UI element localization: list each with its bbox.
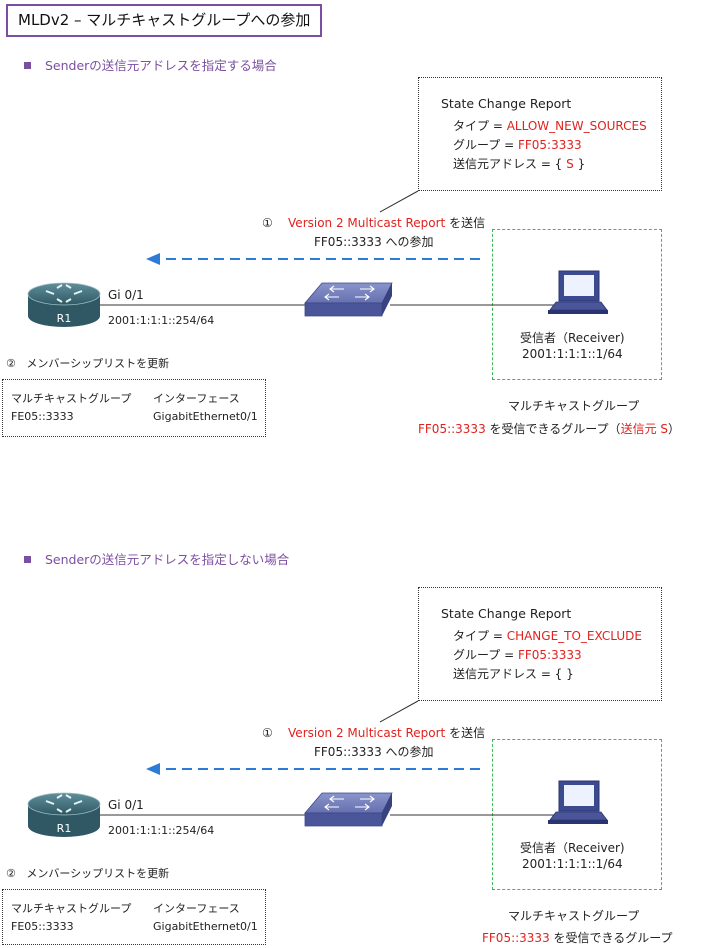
receiver-name-label: 受信者（Receiver) xyxy=(520,331,625,345)
table-header-interface: インターフェース xyxy=(153,392,240,405)
report-callout-line-2 xyxy=(379,700,419,723)
router-interface-label-2: Gi 0/1 xyxy=(108,798,144,812)
report-type-line: タイプ = ALLOW_NEW_SOURCES xyxy=(453,119,647,133)
router-address-label: 2001:1:1:1::254/64 xyxy=(108,314,215,327)
section1-heading: Senderの送信元アドレスを指定する場合 xyxy=(24,55,277,74)
arrow-head-icon xyxy=(146,253,160,265)
state-change-report-box-2: State Change Report タイプ = CHANGE_TO_EXCL… xyxy=(418,587,662,701)
group-description: FF05::3333 を受信できるグループ（送信元 S） xyxy=(418,422,681,436)
bullet-square-icon xyxy=(24,62,31,69)
router-name: R1 xyxy=(57,312,72,325)
router-name: R1 xyxy=(57,822,72,835)
report-source-line: 送信元アドレス = { S } xyxy=(453,157,586,171)
table-cell-interface: GigabitEthernet0/1 xyxy=(153,410,258,423)
router-address-label-2: 2001:1:1:1::254/64 xyxy=(108,824,215,837)
receiver-pc-icon xyxy=(548,270,608,314)
step1-sublabel-2: FF05::3333 への参加 xyxy=(314,745,434,759)
router-interface-label: Gi 0/1 xyxy=(108,288,144,302)
step2-label-2: ② メンバーシップリストを更新 xyxy=(6,867,170,880)
switch-icon xyxy=(304,792,393,827)
report-group-value: FF05:3333 xyxy=(517,138,582,152)
report-source-line: 送信元アドレス = { } xyxy=(453,667,574,681)
receiver-address-label: 2001:1:1:1::1/64 xyxy=(522,347,623,361)
report-group-value: FF05:3333 xyxy=(517,648,582,662)
report-group-line: グループ = FF05:3333 xyxy=(453,138,582,152)
membership-table: マルチキャストグループ インターフェース FE05::3333 GigabitE… xyxy=(2,379,266,437)
report-header: State Change Report xyxy=(441,606,572,621)
report-group-line: グループ = FF05:3333 xyxy=(453,648,582,662)
step1-label-2: ① Version 2 Multicast Report を送信 xyxy=(262,726,486,740)
switch-icon xyxy=(304,282,393,317)
arrow-head-icon xyxy=(146,763,160,775)
report-type-value: ALLOW_NEW_SOURCES xyxy=(506,119,647,133)
report-type-line: タイプ = CHANGE_TO_EXCLUDE xyxy=(453,629,642,643)
table-header-group: マルチキャストグループ xyxy=(11,392,132,405)
step1-sublabel: FF05::3333 への参加 xyxy=(314,235,434,249)
group-caption: マルチキャストグループ xyxy=(508,399,640,413)
receiver-address-label-2: 2001:1:1:1::1/64 xyxy=(522,857,623,871)
section2-heading: Senderの送信元アドレスを指定しない場合 xyxy=(24,549,289,568)
page-title: MLDv2 – マルチキャストグループへの参加 xyxy=(6,4,322,37)
state-change-report-box: State Change Report タイプ = ALLOW_NEW_SOUR… xyxy=(418,77,662,191)
report-header: State Change Report xyxy=(441,96,572,111)
group-caption-2: マルチキャストグループ xyxy=(508,909,640,923)
router-icon: R1 xyxy=(27,792,101,837)
report-callout-line xyxy=(379,190,419,213)
membership-table-2: マルチキャストグループ インターフェース FE05::3333 GigabitE… xyxy=(2,889,266,945)
receiver-name-label-2: 受信者（Receiver) xyxy=(520,841,625,855)
table-cell-interface: GigabitEthernet0/1 xyxy=(153,920,258,933)
router-icon: R1 xyxy=(27,282,101,327)
receiver-pc-icon xyxy=(548,780,608,824)
table-header-group: マルチキャストグループ xyxy=(11,902,132,915)
report-source-value: S xyxy=(566,157,574,171)
step2-label: ② メンバーシップリストを更新 xyxy=(6,357,170,370)
step1-label: ① Version 2 Multicast Report を送信 xyxy=(262,216,486,230)
table-cell-group: FE05::3333 xyxy=(11,410,74,423)
table-cell-group: FE05::3333 xyxy=(11,920,74,933)
report-type-value: CHANGE_TO_EXCLUDE xyxy=(506,629,642,643)
bullet-square-icon xyxy=(24,556,31,563)
group-description-2: FF05::3333 を受信できるグループ xyxy=(482,931,673,945)
table-header-interface: インターフェース xyxy=(153,902,240,915)
